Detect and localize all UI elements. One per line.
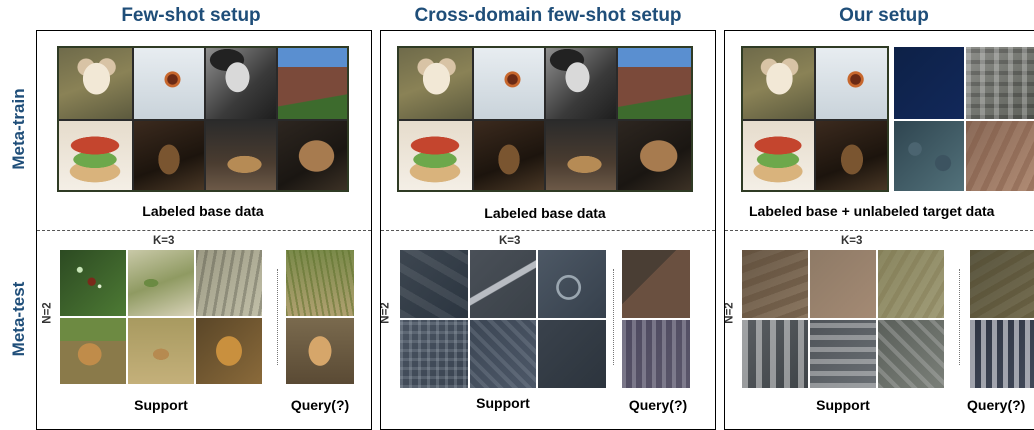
row-label-meta-test: Meta-test <box>9 281 28 357</box>
n-label: N=2 <box>380 302 392 324</box>
k-label: K=3 <box>841 235 863 247</box>
image-query-satellite <box>621 249 691 319</box>
separator <box>613 269 614 365</box>
image-target-satellite <box>893 120 965 192</box>
caption-support: Support <box>816 397 870 413</box>
image-satellite <box>469 249 537 319</box>
image-query-satellite <box>969 249 1034 319</box>
image-dog <box>397 46 473 120</box>
image-burger <box>57 120 133 192</box>
image-dog <box>741 46 815 120</box>
image-spider <box>133 46 205 120</box>
image-drops <box>59 249 127 317</box>
image-query-satellite <box>969 319 1034 389</box>
title-cross-domain: Cross-domain few-shot setup <box>414 5 682 26</box>
caption-support: Support <box>134 397 188 413</box>
image-lion <box>195 317 263 385</box>
image-burger <box>397 120 473 192</box>
image-bowl <box>545 120 617 192</box>
row-label-meta-train: Meta-train <box>9 88 28 170</box>
n-label: N=2 <box>41 302 54 324</box>
title-few-shot: Few-shot setup <box>121 5 261 26</box>
image-boy <box>545 46 617 120</box>
image-burger <box>741 120 815 192</box>
image-satellite <box>877 249 945 319</box>
image-bowl <box>205 120 277 192</box>
image-satellite <box>537 319 607 389</box>
panel-cross-domain: Labeled base data K=3 N=2 Support Query(… <box>380 30 716 430</box>
image-spider <box>815 46 889 120</box>
divider <box>725 230 1034 231</box>
image-satellite <box>537 249 607 319</box>
image-satellite <box>877 319 945 389</box>
image-query-satellite <box>621 319 691 389</box>
image-target-satellite <box>965 46 1034 120</box>
divider <box>37 230 371 231</box>
panel-few-shot: Labeled base data K=3 N=2 Support Query(… <box>36 30 372 430</box>
image-satellite <box>399 249 469 319</box>
image-bark <box>195 249 263 317</box>
k-label: K=3 <box>499 235 521 247</box>
panel-our-setup: Labeled base + unlabeled target data K=3… <box>724 30 1034 430</box>
image-satellite <box>741 249 809 319</box>
image-satellite <box>469 319 537 389</box>
image-satellite <box>809 319 877 389</box>
image-dinosaur <box>277 120 349 192</box>
separator <box>277 269 278 365</box>
caption-query: Query(?) <box>628 397 688 413</box>
image-stag-beetle <box>473 120 545 192</box>
caption-labeled-base-unlabeled-target: Labeled base + unlabeled target data <box>749 203 995 219</box>
image-satellite <box>809 249 877 319</box>
image-query-lioness <box>285 317 355 385</box>
image-target-satellite <box>965 120 1034 192</box>
image-bird <box>127 249 195 317</box>
image-stag-beetle <box>133 120 205 192</box>
k-label: K=3 <box>153 235 175 247</box>
image-lion <box>127 317 195 385</box>
caption-labeled-base: Labeled base data <box>484 205 606 221</box>
caption-support: Support <box>476 395 530 411</box>
image-satellite <box>741 319 809 389</box>
image-target-satellite <box>893 46 965 120</box>
image-stag-beetle <box>815 120 889 192</box>
image-mountain <box>617 46 693 120</box>
title-our-setup: Our setup <box>839 5 929 26</box>
caption-query: Query(?) <box>290 397 350 413</box>
caption-query: Query(?) <box>967 397 1026 413</box>
image-boy <box>205 46 277 120</box>
divider <box>381 230 715 231</box>
image-dog <box>57 46 133 120</box>
image-mountain <box>277 46 349 120</box>
image-lion <box>59 317 127 385</box>
image-satellite <box>399 319 469 389</box>
image-dinosaur <box>617 120 693 192</box>
image-query-grass <box>285 249 355 317</box>
n-label: N=2 <box>724 302 736 324</box>
caption-labeled-base: Labeled base data <box>142 203 264 219</box>
image-spider <box>473 46 545 120</box>
separator <box>959 269 960 365</box>
